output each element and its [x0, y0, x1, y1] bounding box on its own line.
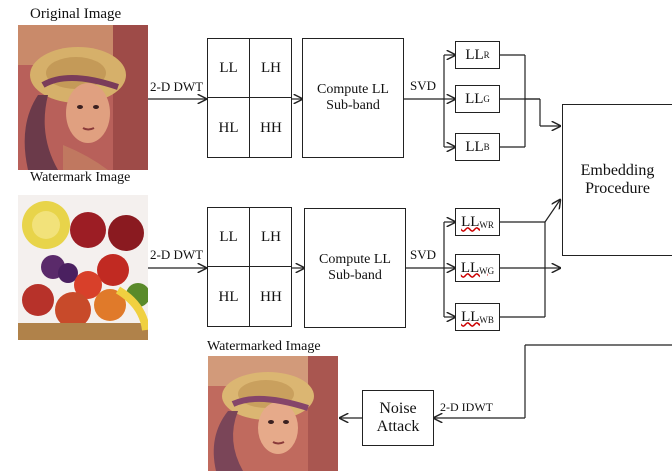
watermark-image-label: Watermark Image [30, 170, 131, 185]
compute-ll-box-top: Compute LL Sub-band [302, 38, 404, 158]
ll-main: LL [465, 90, 484, 107]
svd-label-top: SVD [410, 78, 437, 93]
watermarked-image-label: Watermarked Image [207, 339, 321, 354]
noise-line1: Noise [379, 400, 417, 417]
compute-line1: Compute LL [319, 252, 391, 267]
subband-ll: LL [219, 59, 238, 76]
compute-line1: Compute LL [317, 82, 389, 97]
ll-wb-box: LLWB [455, 303, 500, 331]
original-image-label: Original Image [30, 6, 122, 22]
ll-main: LL [461, 308, 480, 325]
dwt-label-top: 2-D DWT [150, 79, 204, 94]
subband-hl: HL [218, 119, 239, 136]
ll-sub: WB [479, 314, 494, 325]
ll-sub: R [483, 50, 490, 60]
ll-wr-box: LLWR [455, 208, 500, 236]
embedding-line1: Embedding [580, 162, 655, 179]
ll-main: LL [465, 46, 484, 63]
dwt-label-bottom: 2-D DWT [150, 247, 204, 262]
ll-sub: WR [479, 219, 494, 230]
subband-hl: HL [218, 288, 239, 305]
compute-ll-box-bottom: Compute LL Sub-band [304, 208, 406, 328]
subband-lh: LH [261, 228, 281, 245]
subband-lh: LH [261, 59, 281, 76]
watermarked-image [208, 356, 338, 471]
original-image [18, 25, 148, 170]
svd-label-bottom: SVD [410, 247, 437, 262]
ll-main: LL [460, 259, 480, 276]
embedding-line2: Procedure [585, 180, 650, 197]
ll-sub: B [483, 142, 490, 152]
embedding-procedure-box: Embedding Procedure [562, 104, 672, 256]
noise-attack-box: Noise Attack [362, 390, 434, 446]
noise-line2: Attack [376, 418, 420, 435]
compute-line2: Sub-band [326, 98, 380, 113]
subband-ll: LL [219, 228, 238, 245]
idwt-label: 2-D IDWT [440, 400, 493, 414]
subband-grid-bottom: LL LH HL HH [207, 207, 292, 327]
ll-sub: WG [479, 265, 495, 276]
ll-sub: G [483, 94, 490, 104]
ll-main: LL [465, 138, 484, 155]
subband-grid-top: LL LH HL HH [207, 38, 292, 158]
subband-hh: HH [260, 288, 282, 305]
subband-hh: HH [260, 119, 282, 136]
watermark-image [18, 195, 148, 340]
ll-main: LL [461, 213, 480, 230]
compute-line2: Sub-band [328, 268, 382, 283]
ll-wg-box: LLWG [455, 254, 500, 282]
